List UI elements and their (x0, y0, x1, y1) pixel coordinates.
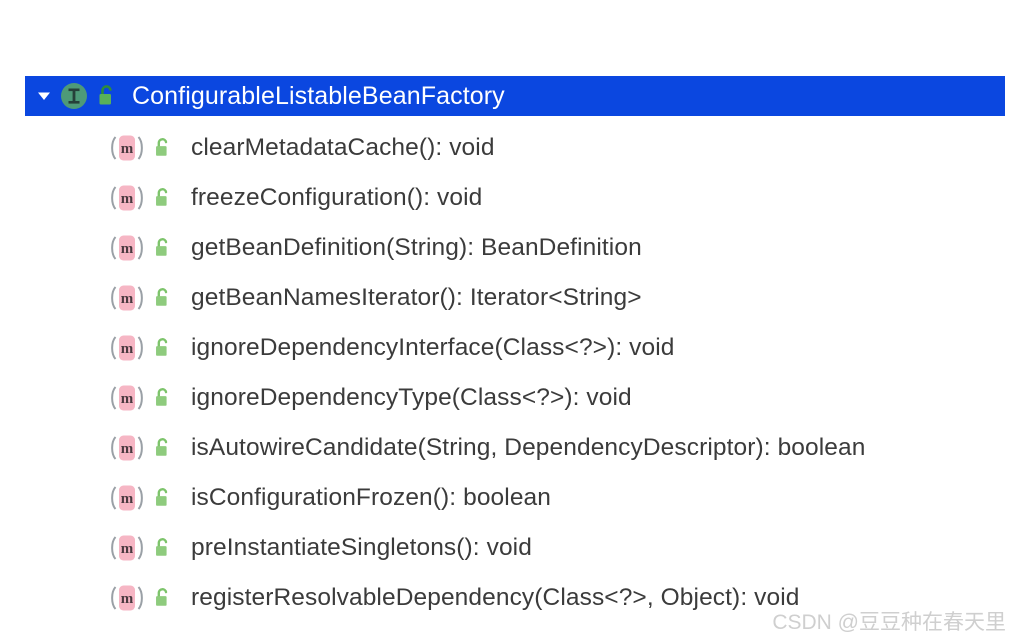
watermark: CSDN @豆豆种在春天里 (772, 611, 1006, 634)
svg-text:m: m (121, 441, 134, 457)
method-icon: m (103, 223, 151, 273)
unlock-public-icon (151, 423, 185, 473)
svg-text:m: m (121, 291, 134, 307)
unlock-public-icon (151, 123, 185, 173)
svg-text:m: m (121, 241, 134, 257)
method-signature-label: isAutowireCandidate(String, DependencyDe… (191, 434, 866, 461)
method-signature-label: freezeConfiguration(): void (191, 184, 483, 211)
unlock-public-icon (151, 323, 185, 373)
unlock-public-icon (151, 573, 185, 623)
svg-text:m: m (121, 591, 134, 607)
tree-node-method[interactable]: m getBeanDefinition(String): BeanDefinit… (25, 223, 1005, 273)
tree-node-method[interactable]: m preInstantiateSingletons(): void (25, 523, 1005, 573)
unlock-public-icon (151, 223, 185, 273)
method-icon: m (103, 373, 151, 423)
unlock-public-icon (151, 523, 185, 573)
member-list: m clearMetadataCache(): void m (25, 123, 1005, 623)
method-signature-label: registerResolvableDependency(Class<?>, O… (191, 584, 800, 611)
method-icon: m (103, 573, 151, 623)
method-icon: m (103, 523, 151, 573)
method-icon: m (103, 173, 151, 223)
method-icon: m (103, 323, 151, 373)
tree-node-interface-header[interactable]: ConfigurableListableBeanFactory (25, 76, 1005, 116)
method-icon: m (103, 423, 151, 473)
unlock-public-icon (151, 373, 185, 423)
method-icon: m (103, 473, 151, 523)
tree-node-method[interactable]: m ignoreDependencyInterface(Class<?>): v… (25, 323, 1005, 373)
tree-node-method[interactable]: m isConfigurationFrozen(): boolean (25, 473, 1005, 523)
svg-text:m: m (121, 491, 134, 507)
chevron-down-triangle-icon[interactable] (31, 76, 57, 116)
interface-icon (57, 76, 91, 116)
method-signature-label: ignoreDependencyType(Class<?>): void (191, 384, 632, 411)
tree-node-method[interactable]: m getBeanNamesIterator(): Iterator<Strin… (25, 273, 1005, 323)
svg-text:m: m (121, 191, 134, 207)
method-signature-label: clearMetadataCache(): void (191, 134, 495, 161)
svg-text:m: m (121, 341, 134, 357)
method-signature-label: getBeanNamesIterator(): Iterator<String> (191, 284, 642, 311)
method-signature-label: isConfigurationFrozen(): boolean (191, 484, 552, 511)
method-signature-label: getBeanDefinition(String): BeanDefinitio… (191, 234, 642, 261)
svg-text:m: m (121, 141, 134, 157)
method-signature-label: ignoreDependencyInterface(Class<?>): voi… (191, 334, 675, 361)
tree-node-method[interactable]: m clearMetadataCache(): void (25, 123, 1005, 173)
unlock-public-icon (151, 473, 185, 523)
unlock-public-icon (151, 173, 185, 223)
method-signature-label: preInstantiateSingletons(): void (191, 534, 532, 561)
tree-node-method[interactable]: m ignoreDependencyType(Class<?>): void (25, 373, 1005, 423)
tree-node-method[interactable]: m freezeConfiguration(): void (25, 173, 1005, 223)
method-icon: m (103, 123, 151, 173)
tree-node-method[interactable]: m isAutowireCandidate(String, Dependency… (25, 423, 1005, 473)
svg-text:m: m (121, 541, 134, 557)
tree-node-method[interactable]: m registerResolvableDependency(Class<?>,… (25, 573, 1005, 623)
interface-name-label: ConfigurableListableBeanFactory (132, 82, 505, 110)
unlock-public-icon (91, 76, 121, 116)
method-icon: m (103, 273, 151, 323)
unlock-public-icon (151, 273, 185, 323)
svg-text:m: m (121, 391, 134, 407)
